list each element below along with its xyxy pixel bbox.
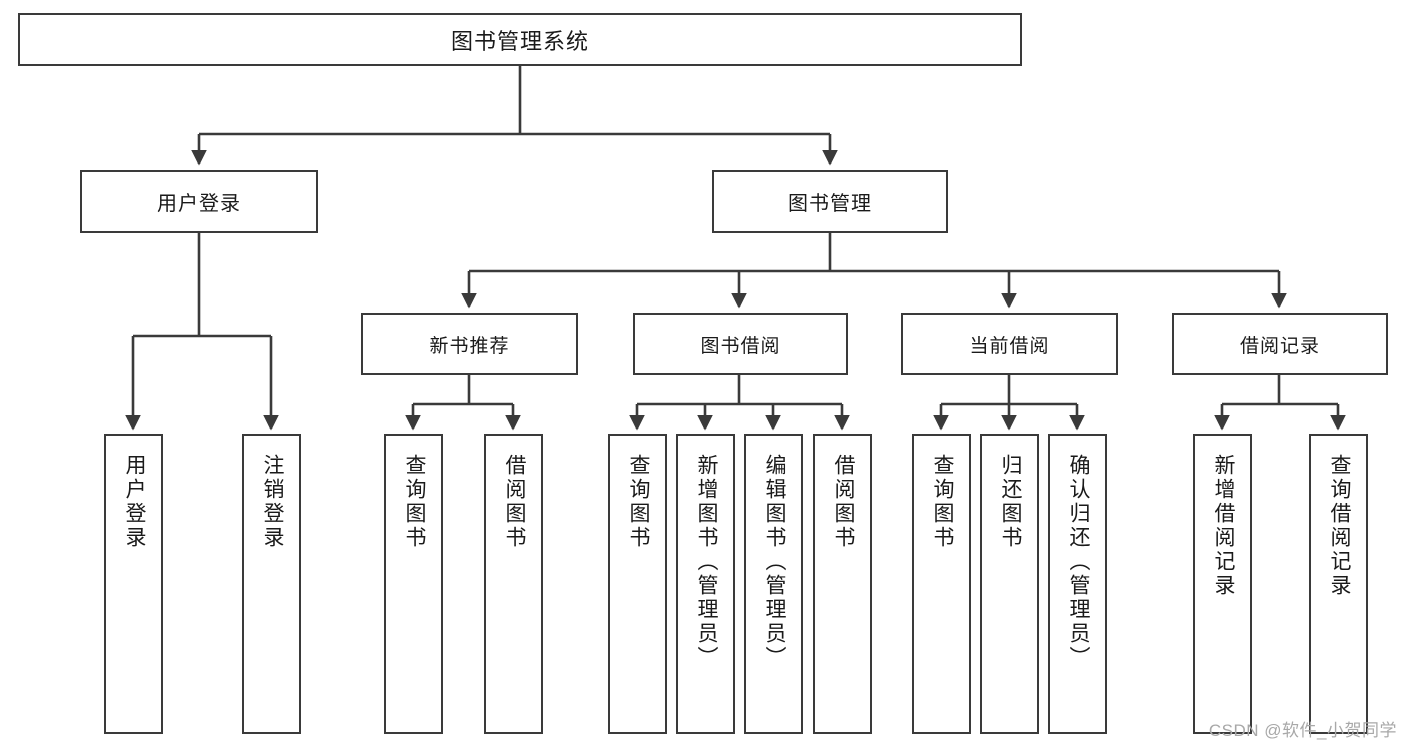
leaf-label: 确认归还（管理员） [1066, 454, 1090, 670]
csdn-watermark: CSDN @软件_小贺同学 [1208, 721, 1397, 740]
node-user-login[interactable]: 用户登录 [80, 170, 318, 233]
leaf-borrow-query-book[interactable]: 查询图书 [608, 434, 667, 734]
node-borrow-record-label: 借阅记录 [1239, 335, 1320, 357]
leaf-label: 新增图书（管理员） [694, 454, 718, 670]
node-borrow-record[interactable]: 借阅记录 [1172, 313, 1388, 375]
node-book-management[interactable]: 图书管理 [712, 170, 948, 233]
leaf-label: 查询图书 [626, 454, 650, 550]
leaf-user-login-signin[interactable]: 用户登录 [104, 434, 163, 734]
node-user-login-label: 用户登录 [157, 193, 241, 215]
leaf-label: 归还图书 [998, 454, 1022, 550]
leaf-label: 查询图书 [402, 454, 426, 550]
leaf-label: 编辑图书（管理员） [762, 454, 786, 670]
node-current-borrow[interactable]: 当前借阅 [901, 313, 1118, 375]
leaf-record-query-record[interactable]: 查询借阅记录 [1309, 434, 1368, 734]
leaf-borrow-edit-book-admin[interactable]: 编辑图书（管理员） [744, 434, 803, 734]
leaf-current-return-book[interactable]: 归还图书 [980, 434, 1039, 734]
node-book-borrow[interactable]: 图书借阅 [633, 313, 848, 375]
leaf-current-confirm-return-admin[interactable]: 确认归还（管理员） [1048, 434, 1107, 734]
leaf-label: 借阅图书 [831, 454, 855, 550]
leaf-recommend-borrow-book[interactable]: 借阅图书 [484, 434, 543, 734]
node-new-book-recommend-label: 新书推荐 [429, 335, 510, 357]
leaf-borrow-borrow-book[interactable]: 借阅图书 [813, 434, 872, 734]
leaf-record-add-record[interactable]: 新增借阅记录 [1193, 434, 1252, 734]
node-root-label: 图书管理系统 [450, 28, 589, 54]
leaf-label: 查询图书 [930, 454, 954, 550]
node-book-management-label: 图书管理 [788, 193, 872, 215]
leaf-recommend-query-book[interactable]: 查询图书 [384, 434, 443, 734]
leaf-label: 用户登录 [122, 454, 146, 550]
leaf-label: 借阅图书 [502, 454, 526, 550]
leaf-user-login-signout[interactable]: 注销登录 [242, 434, 301, 734]
node-new-book-recommend[interactable]: 新书推荐 [361, 313, 578, 375]
leaf-label: 新增借阅记录 [1211, 454, 1235, 598]
node-current-borrow-label: 当前借阅 [969, 335, 1050, 357]
leaf-borrow-add-book-admin[interactable]: 新增图书（管理员） [676, 434, 735, 734]
leaf-current-query-book[interactable]: 查询图书 [912, 434, 971, 734]
node-root[interactable]: 图书管理系统 [18, 13, 1022, 66]
leaf-label: 注销登录 [260, 454, 284, 550]
leaf-label: 查询借阅记录 [1327, 454, 1351, 598]
node-book-borrow-label: 图书借阅 [700, 335, 781, 357]
